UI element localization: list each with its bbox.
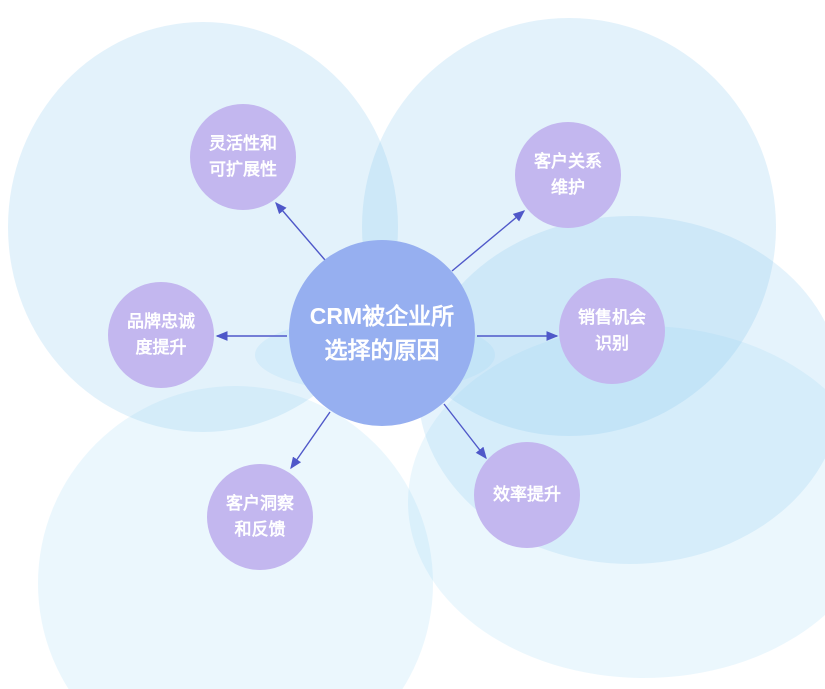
node-label-line2: 度提升 [135,338,187,357]
node-customer-relationship-maintenance[interactable]: 客户关系 维护 [515,122,621,228]
node-sales-opportunity-identification[interactable]: 销售机会 识别 [559,278,665,384]
arrow-to-flexibility [275,201,326,261]
node-label-line1: 客户关系 [534,152,602,171]
node-label-line1: 客户洞察 [226,494,294,513]
node-label-line1: 销售机会 [578,308,646,327]
arrow-to-insight [290,411,331,470]
node-label-line1: 效率提升 [493,485,561,504]
node-label-line1: 灵活性和 [209,134,277,153]
node-label-line2: 维护 [551,178,585,197]
node-flexibility-scalability[interactable]: 灵活性和 可扩展性 [190,104,296,210]
node-label-line2: 可扩展性 [209,160,277,179]
node-label-line1: 品牌忠诚 [127,312,195,331]
node-label-line2: 和反馈 [234,520,286,539]
center-node-label-line1: CRM被企业所 [309,303,455,329]
arrow-to-relationship [451,210,526,272]
node-label-line2: 识别 [595,334,629,353]
center-node-crm-reasons[interactable]: CRM被企业所 选择的原因 [289,240,475,426]
center-node-label-line2: 选择的原因 [324,337,440,363]
arrow-to-efficiency [443,403,487,460]
node-efficiency-improvement[interactable]: 效率提升 [474,442,580,548]
node-customer-insight-feedback[interactable]: 客户洞察 和反馈 [207,464,313,570]
node-brand-loyalty-improvement[interactable]: 品牌忠诚 度提升 [108,282,214,388]
